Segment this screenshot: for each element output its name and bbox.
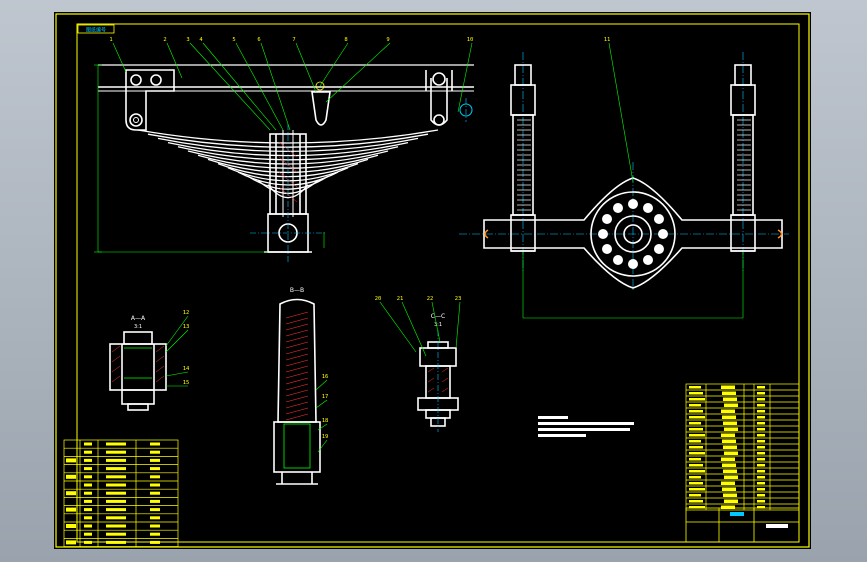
part-balloon-15: 15 — [183, 380, 190, 386]
part-balloon-11: 11 — [604, 37, 611, 43]
part-balloon-7: 7 — [292, 37, 295, 43]
part-balloon-1: 1 — [109, 37, 112, 43]
part-balloon-18: 18 — [322, 418, 329, 424]
section-a-scale: 3:1 — [134, 324, 142, 330]
bom-content — [689, 385, 765, 509]
part-balloon-9: 9 — [386, 37, 389, 43]
part-balloon-21: 21 — [397, 296, 404, 302]
flange-bolts — [598, 199, 668, 269]
part-balloon-17: 17 — [322, 394, 329, 400]
part-balloon-22: 22 — [427, 296, 434, 302]
part-balloon-19: 19 — [322, 434, 329, 440]
title-tag-box — [77, 24, 115, 34]
outer-frame — [55, 13, 810, 548]
section-b-hatch — [285, 311, 309, 421]
part-balloon-6: 6 — [257, 37, 260, 43]
grease-fitting — [315, 81, 325, 91]
axle-dimensions — [522, 252, 744, 319]
axle-end-mark — [777, 229, 783, 239]
part-balloon-10: 10 — [467, 37, 474, 43]
spring-centerlines — [250, 98, 467, 264]
title-block — [685, 507, 800, 543]
part-balloon-12: 12 — [183, 310, 190, 316]
title-block-name — [730, 512, 744, 516]
param-table — [63, 439, 179, 547]
leader-lines — [112, 42, 634, 453]
section-b-view — [273, 298, 321, 485]
section-b-insert — [283, 423, 311, 469]
spring-center-clamp — [264, 130, 312, 253]
axle-housing — [483, 177, 783, 289]
right-spring-stack — [730, 64, 756, 252]
technical-notes — [538, 416, 634, 437]
part-balloon-14: 14 — [183, 366, 190, 372]
section-c-label: C—C — [431, 313, 445, 320]
left-spring-stack — [510, 64, 536, 252]
section-c-scale: 3:1 — [434, 322, 442, 328]
title-tag: 图纸编号 — [86, 27, 106, 34]
section-b-label: B—B — [290, 287, 304, 294]
axle-end-mark-left — [484, 229, 489, 239]
cad-drawing: 图纸编号 — [55, 13, 810, 548]
axle-centerlines — [459, 52, 789, 292]
drawing-sheet: 图纸编号 — [54, 12, 811, 549]
section-c-hatch — [427, 367, 449, 393]
part-balloon-8: 8 — [344, 37, 347, 43]
part-balloon-4: 4 — [199, 37, 203, 43]
stack-leaves — [517, 119, 751, 211]
pivot-circle — [459, 103, 473, 117]
title-block-id — [766, 524, 788, 528]
spring-dimensions — [94, 64, 325, 253]
part-balloon-2: 2 — [163, 37, 166, 43]
bom-table — [685, 383, 800, 511]
section-a-hatch — [111, 345, 165, 383]
part-balloon-23: 23 — [455, 296, 462, 302]
section-a-label: A—A — [131, 315, 146, 322]
leaf-spring-view — [98, 64, 474, 131]
part-balloon-16: 16 — [322, 374, 329, 380]
inner-frame — [76, 23, 800, 543]
param-table-content — [66, 442, 160, 545]
part-balloon-20: 20 — [375, 296, 382, 302]
part-balloon-13: 13 — [183, 324, 190, 330]
section-a-inner — [124, 347, 152, 379]
section-a-view — [109, 331, 167, 411]
part-balloon-5: 5 — [232, 37, 235, 43]
part-balloon-3: 3 — [186, 37, 189, 43]
